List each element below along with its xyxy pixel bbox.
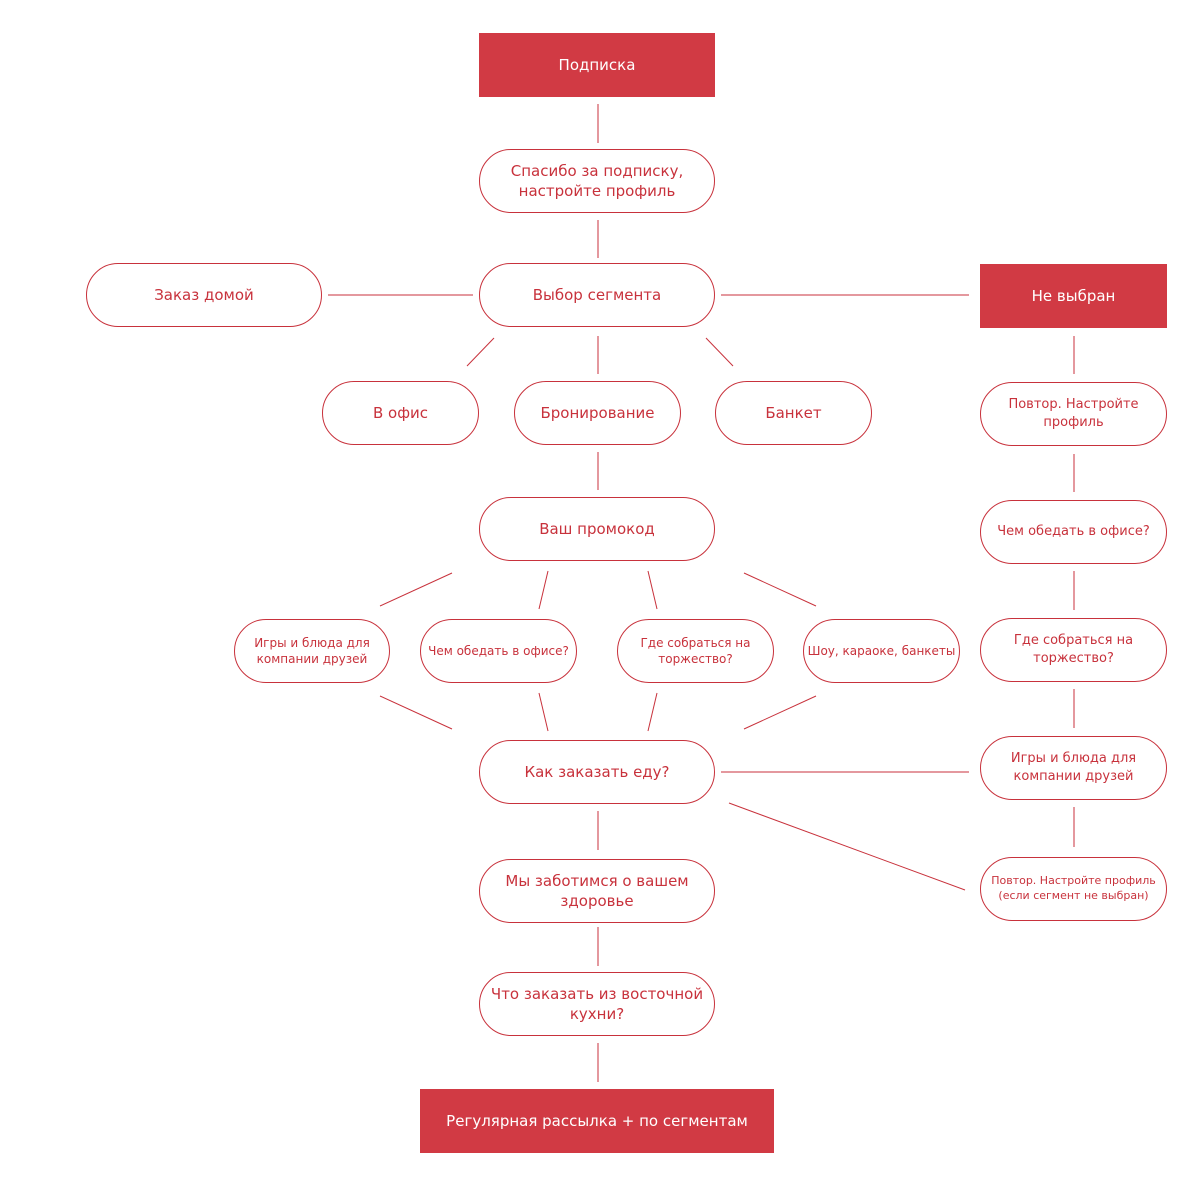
games-dishes-right-node: Игры и блюда для компании друзей	[980, 736, 1167, 800]
banquet-node: Банкет	[715, 381, 872, 445]
connector	[379, 572, 453, 607]
booking-node: Бронирование	[514, 381, 681, 445]
segment-choice-node: Выбор сегмента	[479, 263, 715, 327]
connector	[743, 572, 817, 607]
repeat-profile-node: Повтор. Настройте профиль	[980, 382, 1167, 446]
office-node: В офис	[322, 381, 479, 445]
games-dishes-node: Игры и блюда для компании друзей	[234, 619, 390, 683]
celebration-place-right-node: Где собраться на торжество?	[980, 618, 1167, 682]
connector	[466, 337, 495, 367]
not-chosen-box: Не выбран	[980, 264, 1167, 328]
repeat-profile-final-node: Повтор. Настройте профиль (если сегмент …	[980, 857, 1167, 921]
connector	[538, 692, 549, 732]
regular-mailing-box: Регулярная рассылка + по сегментам	[420, 1089, 774, 1153]
connector	[705, 337, 734, 367]
how-to-order-node: Как заказать еду?	[479, 740, 715, 804]
office-lunch-right-node: Чем обедать в офисе?	[980, 500, 1167, 564]
home-order-node: Заказ домой	[86, 263, 322, 327]
subscription-box: Подписка	[479, 33, 715, 97]
eastern-cuisine-node: Что заказать из восточной кухни?	[479, 972, 715, 1036]
connector	[647, 692, 658, 732]
celebration-place-node: Где собраться на торжество?	[617, 619, 774, 683]
office-lunch-node: Чем обедать в офисе?	[420, 619, 577, 683]
health-node: Мы заботимся о вашем здоровье	[479, 859, 715, 923]
shows-node: Шоу, караоке, банкеты	[803, 619, 960, 683]
connector	[379, 695, 453, 730]
thanks-node: Спасибо за подписку, настройте профиль	[479, 149, 715, 213]
connector	[728, 802, 966, 891]
connector	[743, 695, 817, 730]
connector	[538, 570, 549, 610]
promo-code-node: Ваш промокод	[479, 497, 715, 561]
connector	[647, 570, 658, 610]
